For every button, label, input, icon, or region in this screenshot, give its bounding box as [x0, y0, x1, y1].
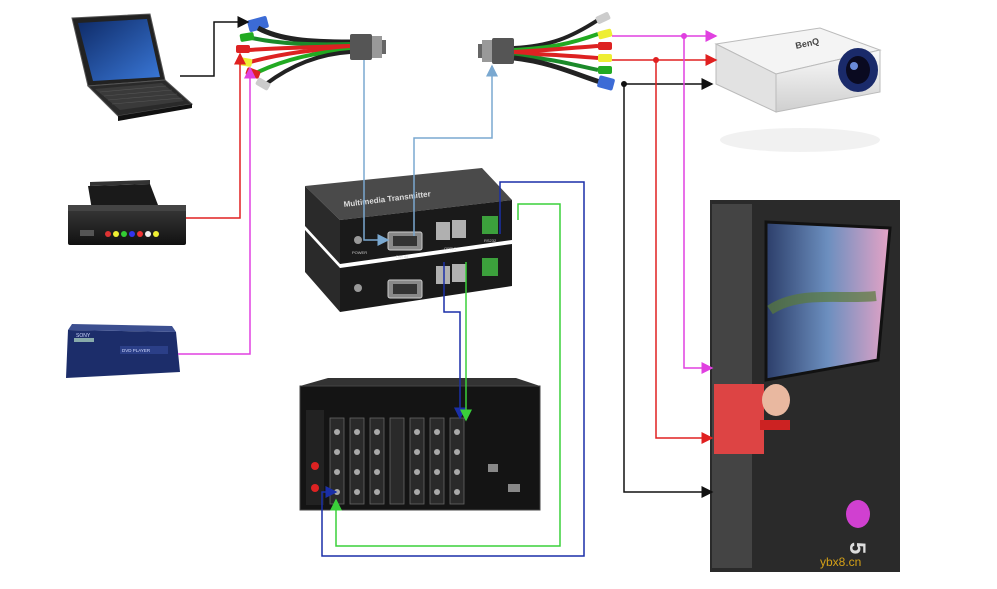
fiber-transmitter-icon: Multimedia Transmitter POWER DVI IN OPTI…	[305, 168, 512, 312]
media-player-icon	[68, 180, 186, 245]
media-player-av-link	[186, 52, 246, 219]
transmitter-rs-label: RS232	[484, 238, 497, 243]
display-screen-icon: 5	[710, 200, 900, 572]
dvd-brand-label: SONY	[76, 333, 91, 339]
laptop-icon	[71, 13, 194, 121]
svg-text:5: 5	[845, 542, 870, 554]
vga-rca-splitter-icon	[478, 12, 615, 91]
projector-brand-label: BenQ	[794, 36, 820, 51]
black-display-link	[623, 84, 714, 498]
matrix-switcher-icon	[299, 378, 541, 511]
projector-icon: BenQ	[714, 27, 882, 152]
transmitter-power-label: POWER	[352, 250, 367, 255]
transmitter-optic-label: OPTIC	[444, 246, 456, 251]
laptop-vga-link	[180, 16, 250, 77]
magenta-display-link	[683, 36, 714, 374]
splitter-to-transmitter-link	[363, 60, 390, 246]
fiber-blue-matrix-link	[443, 262, 466, 420]
transmitter-dvi-label: DVI IN	[396, 254, 408, 259]
vga-rca-splitter-icon	[236, 16, 386, 91]
fiber-green-link	[330, 203, 561, 547]
fiber-blue-link	[321, 181, 585, 557]
dvd-av-link	[178, 66, 256, 355]
watermark-text: ybx8.cn	[820, 555, 861, 569]
transmitter-to-splitter-link	[413, 64, 498, 236]
red-display-link	[655, 60, 714, 444]
dvd-model-label: DVD PLAYER	[122, 348, 151, 353]
dvd-player-icon: SONY DVD PLAYER	[66, 324, 180, 378]
